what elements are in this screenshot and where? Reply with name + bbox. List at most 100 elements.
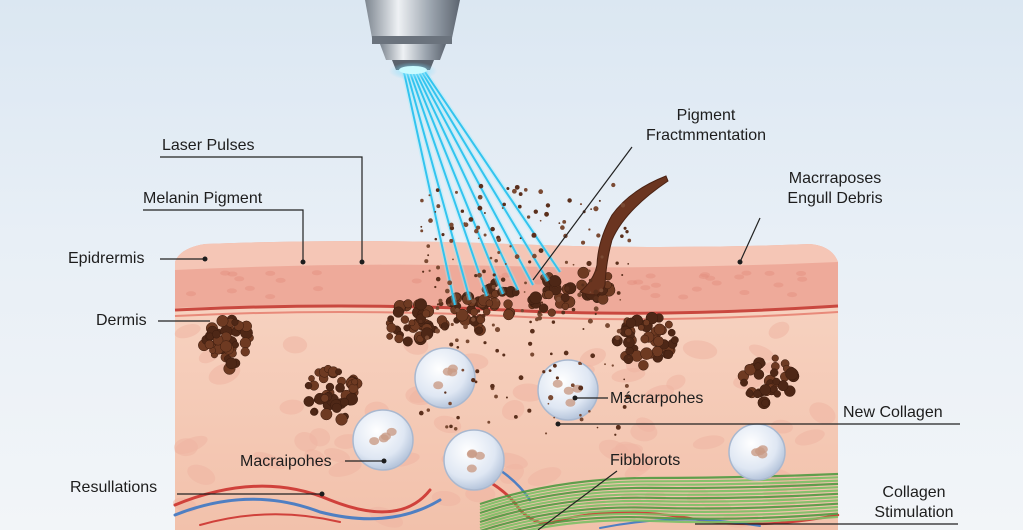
pigment-fragment [452,258,454,261]
epidermis-cell [501,272,512,278]
pigment-granule [759,384,771,396]
pigment-granule [325,382,335,392]
label-macrarpohes: Mácrarpohes [610,390,704,407]
dermis-cell [324,448,351,463]
pigment-granule [773,390,781,398]
pigment-fragment [590,353,596,359]
dermis-cell [643,384,675,403]
pigment-fragment [445,288,450,294]
pigment-granule [612,338,621,347]
pigment-fragment [436,265,441,270]
pigment-fragment [420,198,424,203]
laser-beams [401,70,563,306]
pigment-fragment [615,335,620,341]
pigment-fragment [505,396,508,399]
pigment-fragment [627,263,630,265]
pigment-fragment [579,417,584,422]
pigment-granule [577,266,590,279]
dermis-cell [748,344,775,361]
collagen-fibers [479,472,839,530]
pigment-fragment [435,188,440,192]
basement-line [174,304,839,315]
label-melanin-pigment: Melanin Pigment [143,190,263,207]
pigment-fragment [471,298,477,304]
pigment-fragment [476,225,481,230]
pigment-fragment [578,361,582,365]
epidermis-cell [764,270,775,276]
label-pigment-fragmentation-line1: Pigment [676,107,736,124]
pigment-granule [561,302,570,311]
pigment-fragment [615,424,621,430]
pigment-fragment [523,188,528,192]
pigment-fragment [438,298,443,303]
pigment-fragment [448,401,452,406]
pigment-fragment [549,352,553,356]
pigment-fragment [434,211,437,213]
pigment-fragment [533,209,538,214]
pigment-fragment [490,383,495,389]
pigment-fragment [564,286,570,291]
pigment-fragment [491,323,495,327]
pigment-fragment [578,385,584,391]
pigment-fragment [426,244,431,248]
epidermis-cell [265,270,276,276]
dermis-cell [501,400,525,421]
pigment-fragment [420,229,424,233]
pigment-fragments [418,182,632,436]
collagen-fiber [479,489,839,521]
pigment-fragment [544,211,549,217]
dermis-cell [187,464,216,485]
pigment-granule [640,347,653,360]
pigment-fragment [445,425,449,429]
pigment-fragment [509,245,512,248]
pigment-granule [394,334,404,344]
dermis-cell [598,439,630,461]
pigment-fragment [420,225,423,228]
pigment-granule [303,396,315,407]
pigment-granule [240,347,250,357]
pigment-fragment [502,202,506,207]
pigment-granule [351,378,359,386]
pigment-granule [771,354,779,362]
pigment-granule [640,334,650,344]
label-collagen-stimulation-line1: Collagen [882,484,946,501]
collagen-fiber [489,505,839,530]
pigment-fragment [500,277,506,282]
pigment-fragment [447,303,451,307]
pigment-fragment [526,215,531,219]
laser-beam [406,71,471,301]
pigment-granule [664,320,673,329]
label-new-collagen: New Collagen [843,404,943,421]
dermis-cell [304,449,327,468]
pigment-granule [320,394,329,403]
pigment-fragment [593,289,599,295]
pigment-fragment [588,278,593,283]
pigment-granule [785,367,799,381]
pigment-fragment [424,335,430,341]
pigment-fragment [542,370,546,374]
pigment-fragment [600,255,604,259]
collagen-fiber [479,492,839,524]
pigment-fragment [588,409,591,413]
pigment-fragment [483,341,487,345]
pigment-granule [440,322,449,331]
collagen-fiber [479,472,839,506]
pigment-fragment [483,233,487,237]
pigment-granule [335,383,345,393]
pigment-granule [745,389,754,398]
pigment-fragment [540,301,544,304]
pigment-fragment [593,296,599,302]
pigment-fragment [544,432,548,435]
pigment-fragment [587,318,593,324]
pigment-granule [216,315,229,327]
epidermis-cell [186,291,197,297]
pigment-fragment [455,307,460,313]
pigment-fragment [481,313,486,318]
pigment-fragment [468,217,474,222]
pigment-fragment [502,353,506,357]
pigment-granule [386,322,397,333]
label-pigment-fragmentation-line2: Fractmmentation [645,127,767,144]
pigment-fragment [538,189,544,195]
pigment-granule [548,275,561,288]
